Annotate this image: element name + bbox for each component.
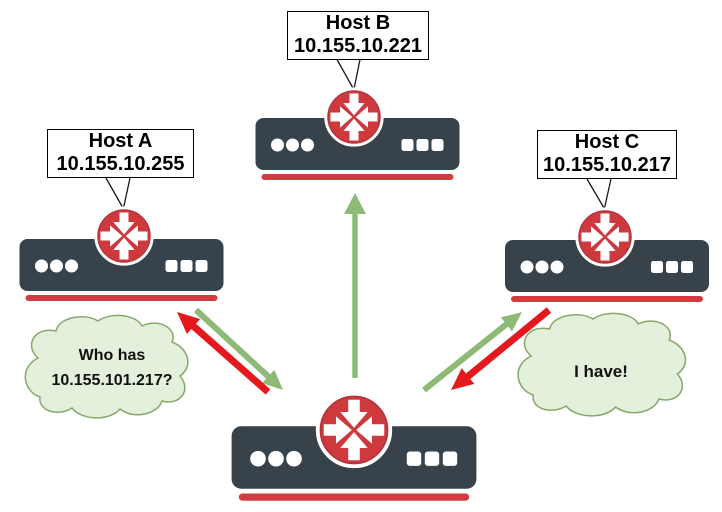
host-c-label: Host C 10.155.10.217 (537, 130, 677, 179)
host-a-callout (105, 177, 131, 209)
question-cloud-text: Who has 10.155.101.217? (26, 343, 198, 393)
red-arrow-host-c (451, 307, 552, 390)
host-a-label: Host A 10.155.10.255 (47, 129, 194, 178)
host-b-name: Host B (325, 12, 391, 34)
question-cloud (24, 314, 189, 419)
router-icon-host-b (326, 89, 382, 145)
host-b-ip: 10.155.10.221 (294, 35, 422, 57)
host-b-label: Host B 10.155.10.221 (287, 11, 429, 60)
question-line-2: 10.155.101.217? (51, 372, 173, 389)
router-icon-host-c (577, 209, 633, 265)
host-a-ip: 10.155.10.255 (56, 153, 185, 175)
answer-cloud-text: I have! (574, 362, 628, 381)
host-c-name: Host C (574, 131, 640, 153)
host-c-callout (586, 178, 612, 209)
router-icon-querying-device (318, 394, 390, 466)
red-arrow-host-a (177, 312, 271, 395)
green-arrow-host-c (422, 312, 522, 393)
router-icon-host-a (96, 208, 152, 264)
question-line-1: Who has (78, 347, 146, 364)
host-b-callout (336, 59, 361, 90)
green-arrow-host-a (193, 307, 283, 390)
green-arrow-host-b (344, 193, 366, 378)
host-a-name: Host A (88, 130, 153, 152)
host-c-ip: 10.155.10.217 (543, 154, 671, 176)
